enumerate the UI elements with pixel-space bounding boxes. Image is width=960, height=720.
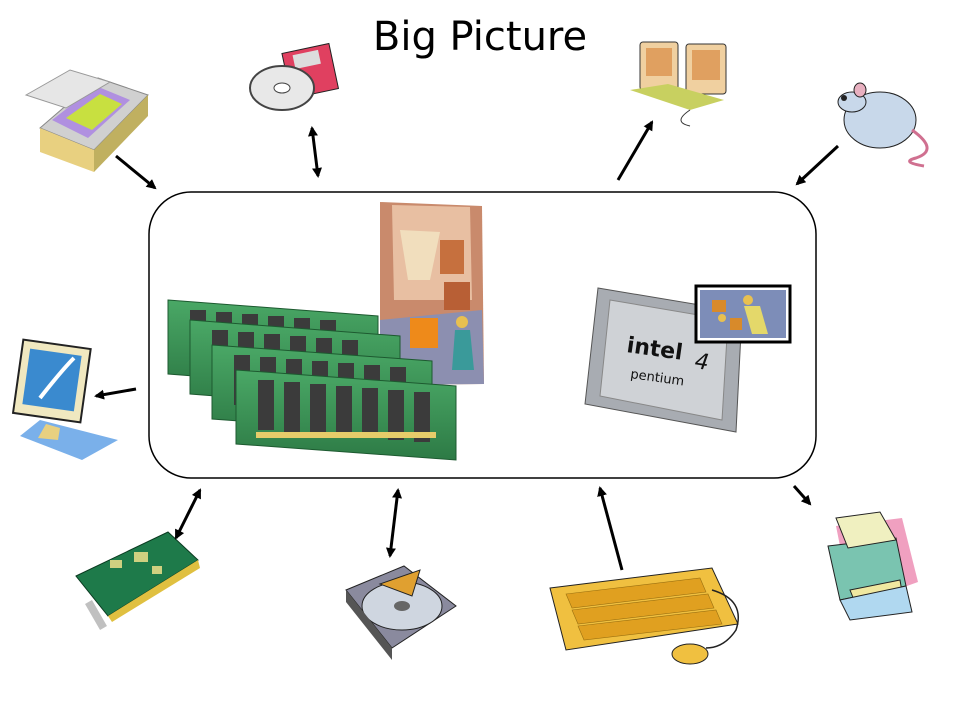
monitor-icon <box>11 338 118 460</box>
arrow-scanner <box>115 154 157 190</box>
keyboard-icon <box>549 567 739 665</box>
cpu-model: pentium <box>629 367 685 389</box>
network-card-icon <box>75 531 200 630</box>
arrow-speakers <box>616 120 654 181</box>
arrow-monitor <box>94 387 137 400</box>
mouse-icon <box>837 82 929 168</box>
workers-illustration <box>694 284 792 344</box>
memory-modules <box>167 299 457 461</box>
printer-icon <box>827 511 918 621</box>
page-title: Big Picture <box>372 14 588 60</box>
arrow-keyboard <box>597 486 624 571</box>
arrow-mouse <box>795 144 840 186</box>
arrow-network-card <box>174 488 202 540</box>
arrow-printer <box>792 485 812 506</box>
arrows <box>94 120 840 571</box>
hard-drive-icon <box>345 565 457 660</box>
speakers-icon <box>630 41 727 127</box>
scanner-icon <box>24 69 149 172</box>
cpu-number: 4 <box>693 349 710 376</box>
arrow-hard-drive <box>385 488 403 558</box>
floppy-and-cd-icon <box>249 42 340 111</box>
arrow-floppy <box>308 126 322 178</box>
